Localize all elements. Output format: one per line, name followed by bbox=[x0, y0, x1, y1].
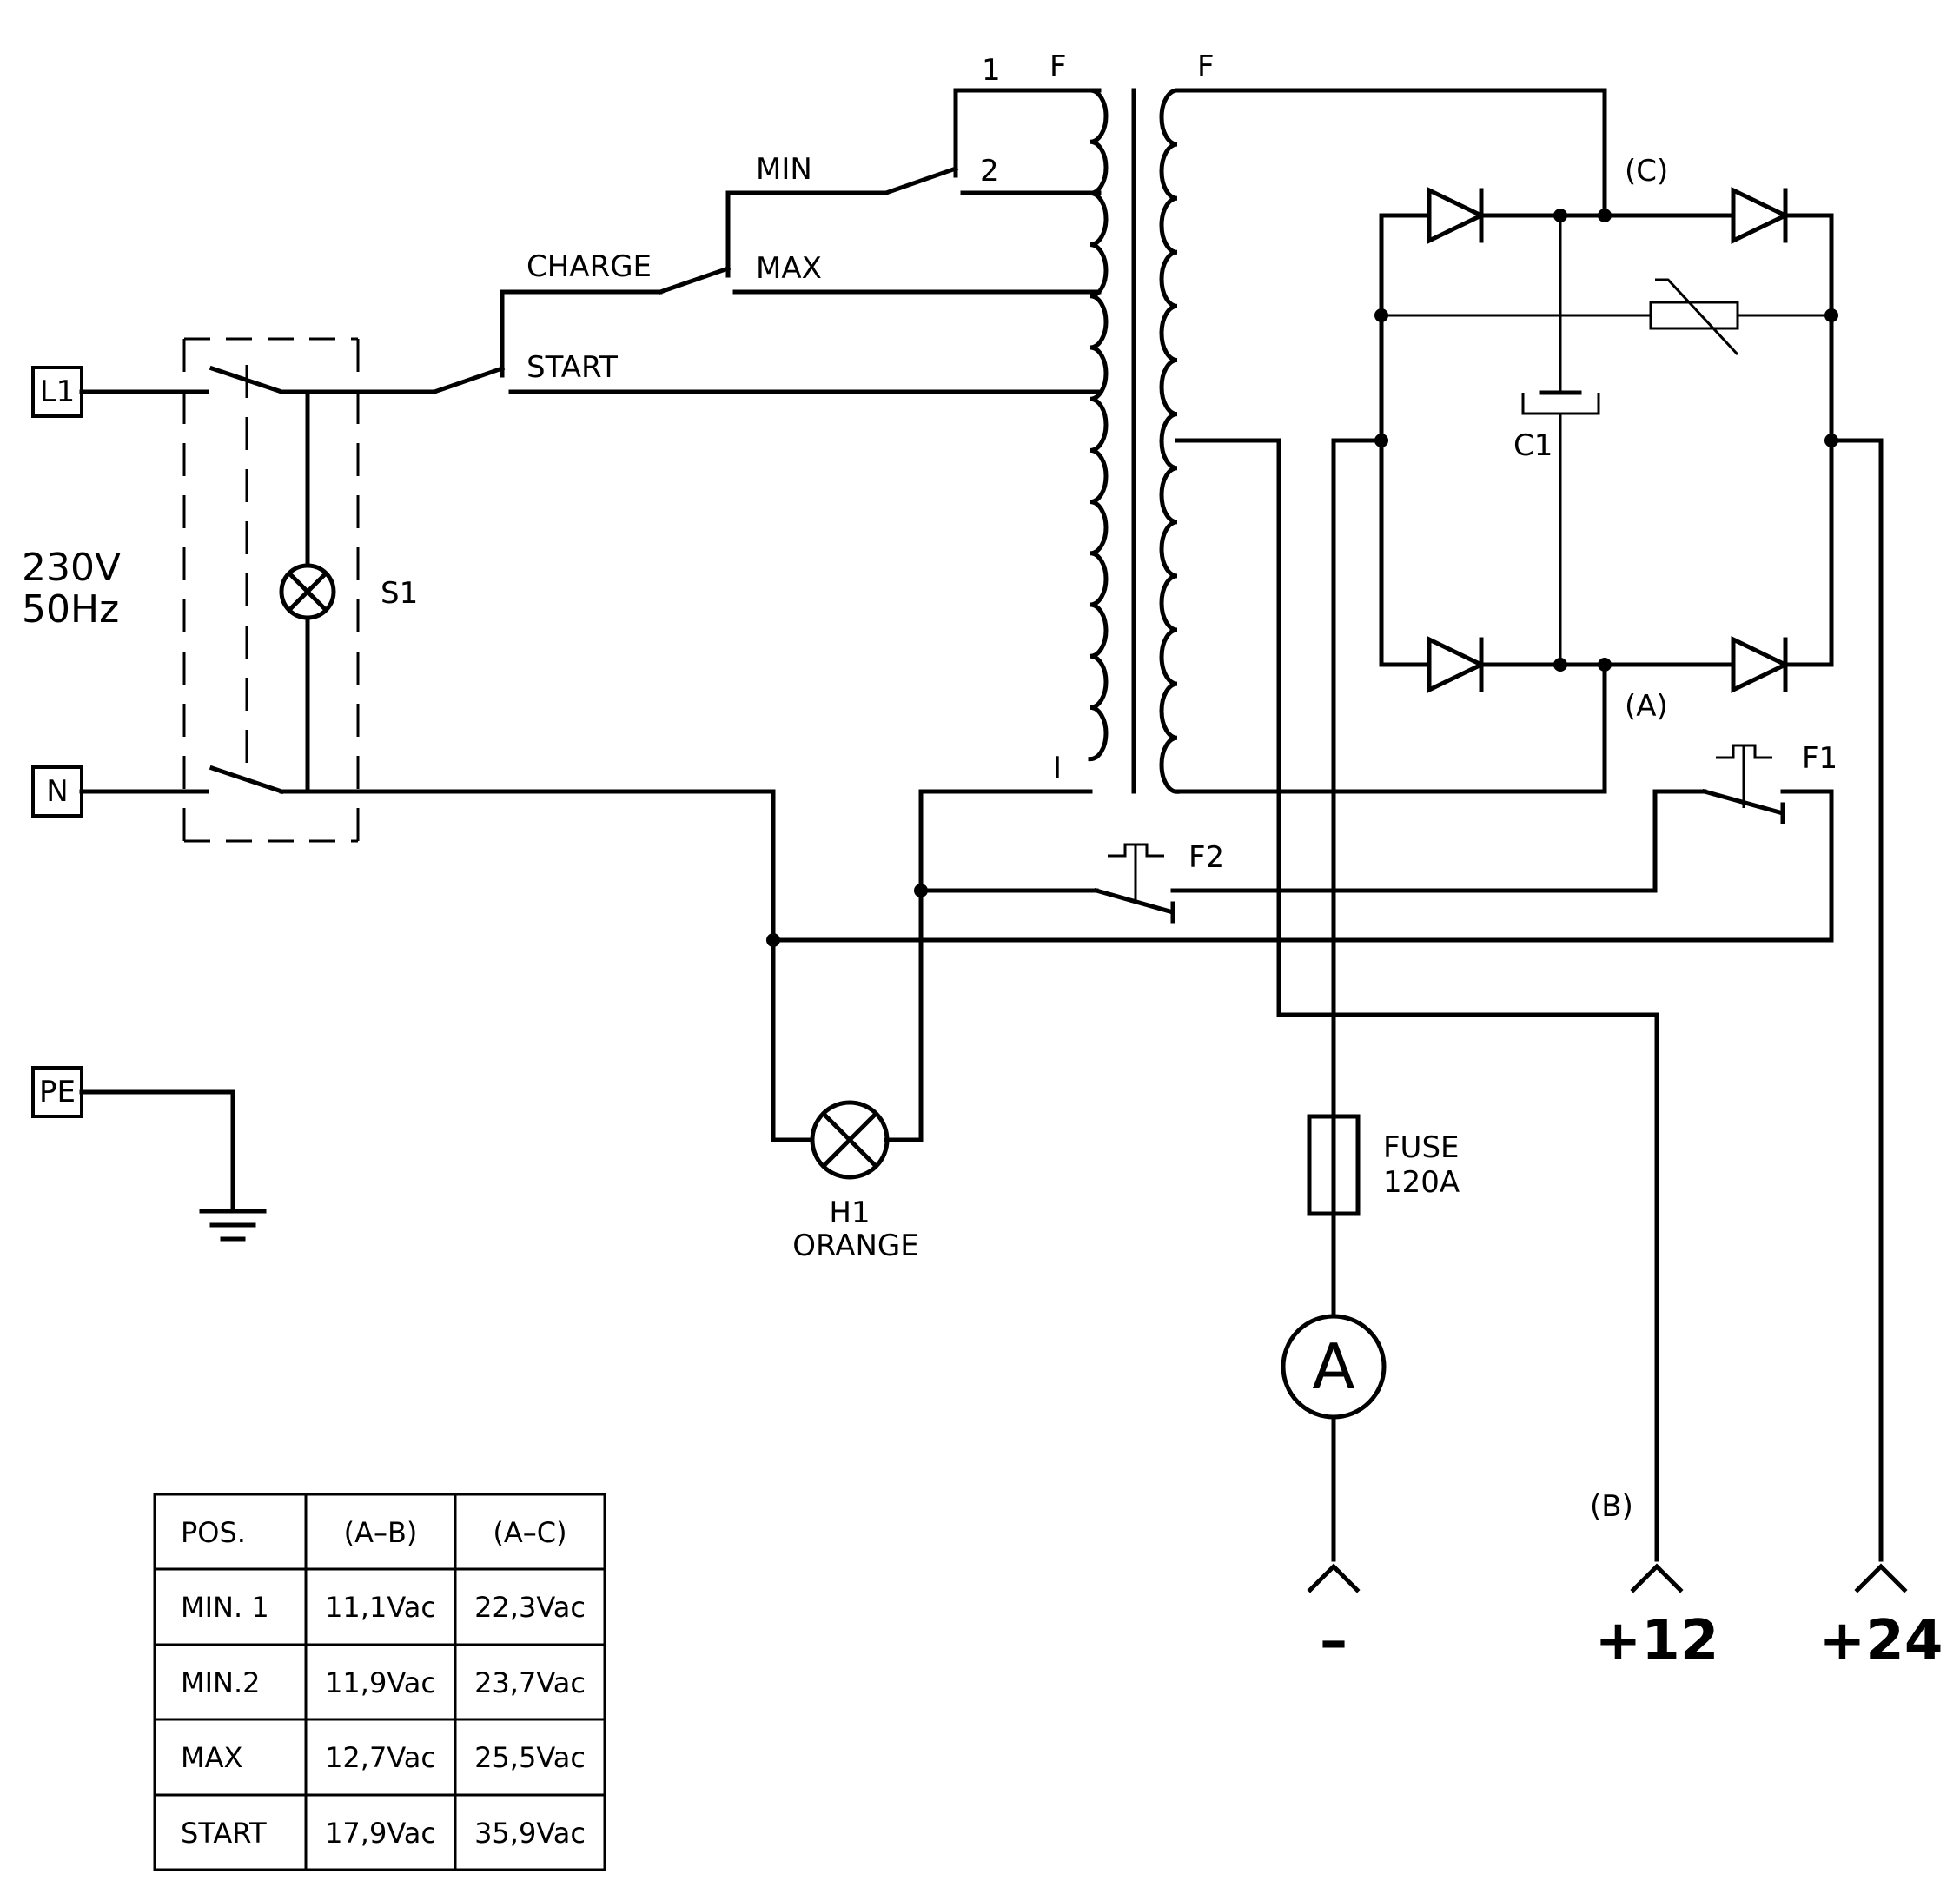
table-cell-pos: MAX bbox=[181, 1741, 242, 1774]
indicator-lamp-h1-label: H1 bbox=[829, 1195, 870, 1230]
thermal-switch-f2-label: F2 bbox=[1189, 840, 1224, 875]
fuse-label: FUSE bbox=[1383, 1130, 1460, 1165]
table-cell-pos: MIN. 1 bbox=[181, 1591, 269, 1624]
table-header-a-b: (A–B) bbox=[344, 1516, 418, 1549]
node-c-label: (C) bbox=[1625, 154, 1668, 189]
terminal-n bbox=[31, 765, 83, 818]
capacitor-c1-icon bbox=[1521, 390, 1600, 415]
diode-icon bbox=[1427, 187, 1487, 244]
primary-end-label: I bbox=[1053, 751, 1062, 785]
primary-start-label: F bbox=[1050, 50, 1067, 84]
start-position-label: START bbox=[526, 350, 618, 385]
diode-icon bbox=[1731, 187, 1791, 244]
table-header-a-c: (A–C) bbox=[493, 1516, 566, 1549]
table-cell-a-c: 23,7Vac bbox=[474, 1666, 586, 1699]
mains-voltage-label: 230V bbox=[22, 546, 121, 590]
terminal-pe-label: PE bbox=[39, 1075, 76, 1109]
indicator-lamp-h1-icon bbox=[810, 1100, 890, 1180]
tap-2-label: 2 bbox=[980, 154, 999, 189]
ground bbox=[79, 1089, 267, 1242]
fuse-rating-label: 120A bbox=[1383, 1165, 1460, 1200]
indicator-lamp-color-label: ORANGE bbox=[792, 1228, 919, 1263]
main-switch-s1: S1 bbox=[182, 337, 418, 843]
table-cell-a-b: 12,7Vac bbox=[325, 1741, 436, 1774]
min-position-label: MIN bbox=[756, 152, 812, 187]
negative-output: FUSE 120A A – bbox=[1281, 438, 1460, 1673]
plus-12-terminal-label: +12 bbox=[1595, 1609, 1719, 1673]
selector-switches: START CHARGE MAX MIN 2 1 bbox=[431, 53, 1102, 395]
table-cell-a-b: 17,9Vac bbox=[325, 1817, 436, 1850]
ammeter-label: A bbox=[1312, 1330, 1354, 1403]
ammeter-icon: A bbox=[1281, 1314, 1387, 1420]
switch-s1-label: S1 bbox=[381, 576, 418, 611]
thermal-protection: F2 F1 H1 ORANGE bbox=[766, 741, 1838, 1263]
positive-outputs: +12 (B) +24 bbox=[1590, 438, 1943, 1673]
table-header-position: POS. bbox=[181, 1516, 246, 1549]
diode-icon bbox=[1731, 636, 1791, 693]
diode-icon bbox=[1427, 636, 1487, 693]
node-a-label: (A) bbox=[1625, 689, 1668, 724]
terminal-n-label: N bbox=[46, 774, 68, 809]
tap-1-label: 1 bbox=[982, 53, 1001, 88]
table-cell-pos: START bbox=[181, 1817, 267, 1850]
table-cell-pos: MIN.2 bbox=[181, 1666, 261, 1699]
terminal-l1 bbox=[31, 366, 83, 418]
negative-terminal-label: – bbox=[1320, 1609, 1348, 1673]
fuse-icon bbox=[1307, 1114, 1361, 1216]
ground-icon bbox=[199, 1209, 267, 1242]
transformer: F F I bbox=[918, 50, 1659, 1562]
terminal-pe bbox=[31, 1066, 83, 1118]
varistor-icon bbox=[1649, 278, 1739, 356]
mains-input: L1 N PE 230V 50Hz bbox=[22, 365, 776, 1118]
plus-24-terminal-label: +24 bbox=[1819, 1609, 1943, 1673]
table-cell-a-c: 25,5Vac bbox=[474, 1741, 586, 1774]
voltage-table: POS. (A–B) (A–C) MIN. 1 11,1Vac 22,3Vac … bbox=[153, 1493, 606, 1871]
thermal-switch-f1-label: F1 bbox=[1802, 741, 1838, 776]
terminal-l1-label: L1 bbox=[40, 374, 76, 409]
table-cell-a-c: 35,9Vac bbox=[474, 1817, 586, 1850]
charge-label: CHARGE bbox=[526, 249, 652, 284]
capacitor-c1-label: C1 bbox=[1513, 428, 1553, 463]
mains-frequency-label: 50Hz bbox=[22, 587, 119, 632]
table-cell-a-b: 11,9Vac bbox=[325, 1666, 436, 1699]
node-b-label: (B) bbox=[1590, 1489, 1633, 1524]
table-cell-a-c: 22,3Vac bbox=[474, 1591, 586, 1624]
s1-pilot-lamp-icon bbox=[279, 563, 336, 620]
max-position-label: MAX bbox=[756, 251, 822, 286]
bridge-rectifier: C1 (C) (A) bbox=[1374, 154, 1838, 724]
secondary-start-label: F bbox=[1197, 50, 1215, 84]
table-cell-a-b: 11,1Vac bbox=[325, 1591, 436, 1624]
thermal-switch-f2-icon bbox=[1108, 843, 1164, 904]
thermal-switch-f1-icon bbox=[1716, 744, 1772, 808]
